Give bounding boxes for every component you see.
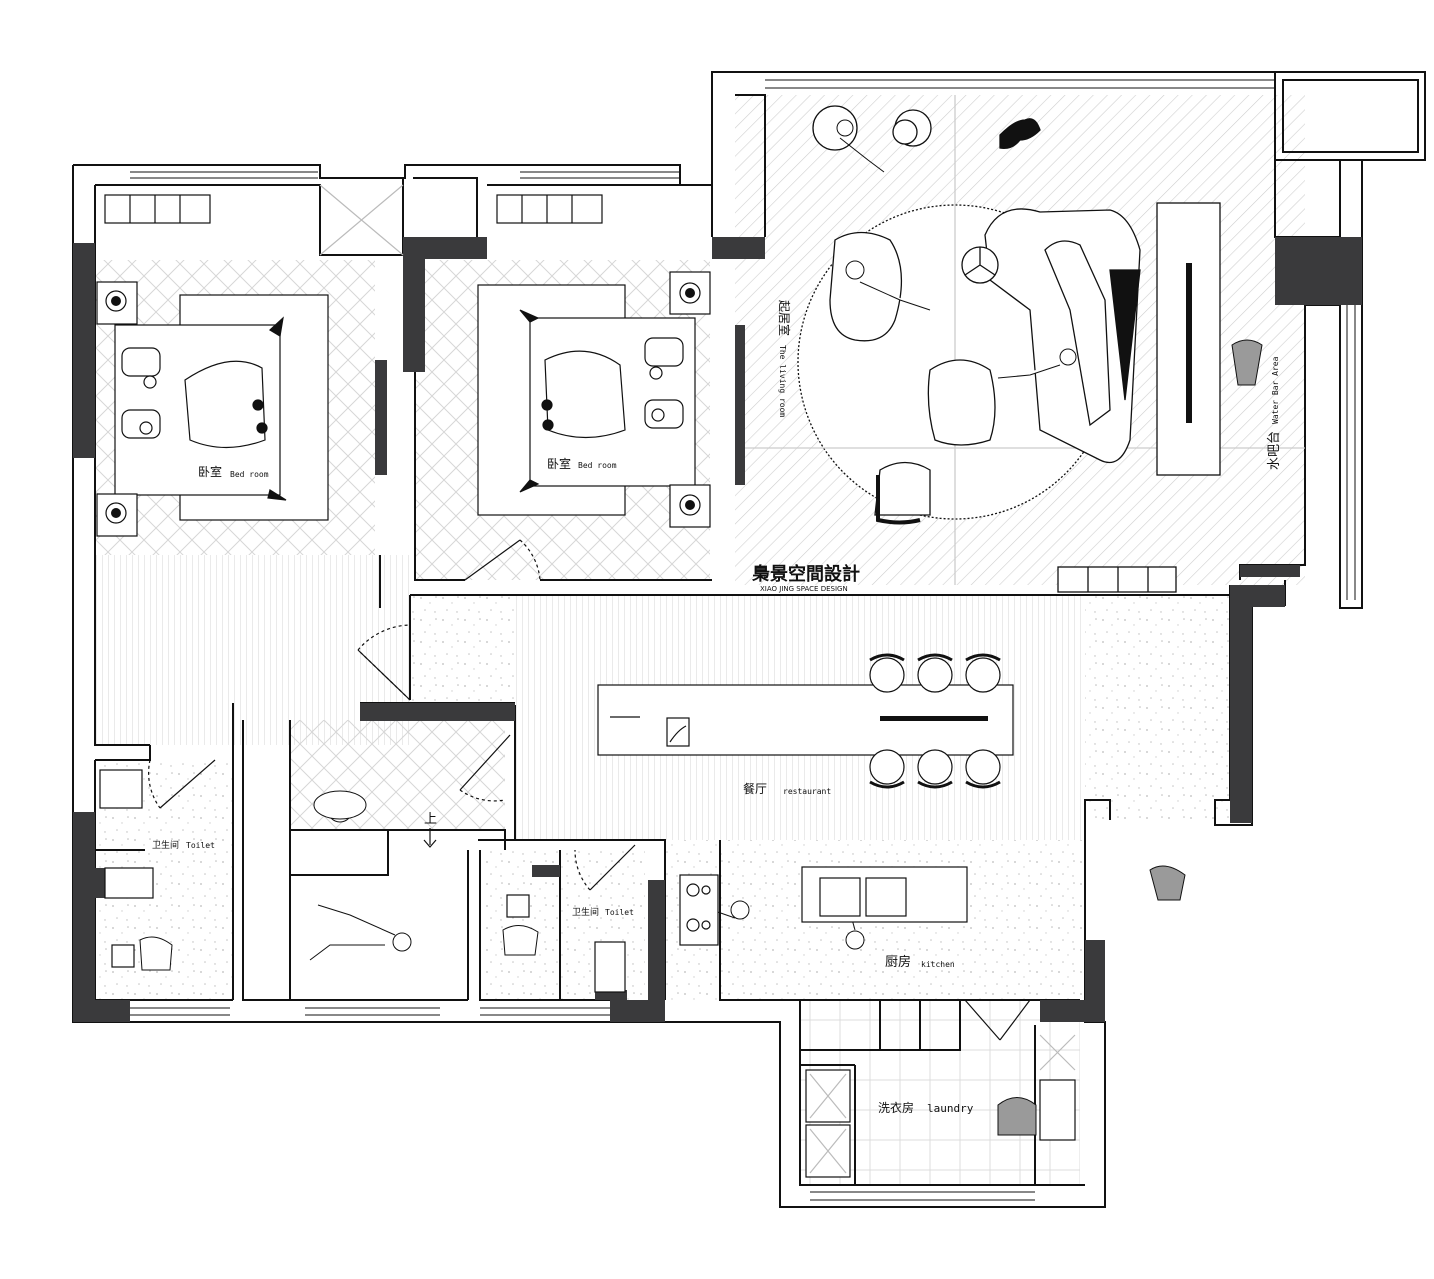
- person-icon: [1231, 339, 1263, 386]
- chair: [874, 461, 931, 516]
- walls-solid: [73, 237, 1362, 1022]
- dog-rug: [999, 118, 1041, 149]
- wardrobe: [104, 194, 211, 224]
- wardrobe: [496, 194, 603, 224]
- room-label-restaurant: 餐厅: [743, 781, 767, 796]
- armchair: [829, 231, 903, 342]
- brand-subtitle: XIAO JING SPACE DESIGN: [760, 585, 848, 593]
- person-icon: [1149, 865, 1186, 901]
- stove: [679, 874, 719, 946]
- person-icon: [845, 260, 931, 311]
- brand-name: 梟景空間設計: [751, 563, 860, 585]
- room-label-bedroom-right: 卧室: [547, 456, 571, 471]
- room-label-kitchen-en: kitchen: [921, 960, 955, 969]
- person-icon: [836, 119, 885, 173]
- person-icon: [711, 900, 750, 920]
- windows: [130, 79, 1356, 1201]
- room-label-toilet-mid: 卫生间: [572, 906, 599, 918]
- bath-fixtures: [99, 769, 1076, 1178]
- room-label-laundry-en: laundry: [927, 1102, 974, 1115]
- lounge-chair: [927, 359, 996, 446]
- room-label-toilet-mid-en: Toilet: [605, 908, 634, 917]
- person-icon: [139, 936, 173, 971]
- stair-arrow: [423, 828, 437, 848]
- room-label-water-bar-en: Water Bar Area: [1271, 356, 1280, 424]
- foyer-terrazzo: [1085, 595, 1230, 820]
- room-label-toilet-left-en: Toilet: [186, 841, 215, 850]
- entry-terrazzo: [410, 595, 515, 705]
- living-room-furniture: [745, 95, 1305, 593]
- room-label-toilet-left: 卫生间: [152, 839, 179, 851]
- pillow: [644, 337, 684, 367]
- room-label-bedroom-right-en: Bed room: [578, 461, 617, 470]
- kitchen-furniture: [679, 866, 968, 946]
- stair-label: 上: [424, 812, 437, 827]
- room-label-kitchen: 厨房: [885, 954, 911, 970]
- dining-furniture: [597, 653, 1014, 789]
- person-icon: [313, 790, 367, 823]
- dining-chair: [869, 657, 1001, 785]
- person-icon: [997, 1097, 1037, 1136]
- people: [139, 119, 1263, 1136]
- room-label-living-en: The living room: [778, 345, 787, 417]
- hallway-floor: [95, 555, 410, 745]
- person-icon: [309, 904, 412, 961]
- room-label-living: 起居室: [777, 300, 792, 336]
- room-label-bedroom-left: 卧室: [198, 464, 222, 479]
- room-label-bedroom-left-en: Bed room: [230, 470, 269, 479]
- bedroom-left-furniture: [96, 184, 404, 537]
- room-label-water-bar: 水吧台: [1267, 431, 1282, 470]
- pillow: [121, 347, 161, 377]
- bedroom-right-furniture: [477, 194, 711, 528]
- labels: 梟景空間設計 XIAO JING SPACE DESIGN 卧室 Bed roo…: [152, 300, 1282, 1115]
- person-icon: [997, 348, 1077, 379]
- room-label-restaurant-en: restaurant: [783, 787, 831, 796]
- person-icon: [502, 925, 539, 956]
- room-label-laundry: 洗衣房: [878, 1100, 914, 1115]
- doors: [148, 539, 1031, 1041]
